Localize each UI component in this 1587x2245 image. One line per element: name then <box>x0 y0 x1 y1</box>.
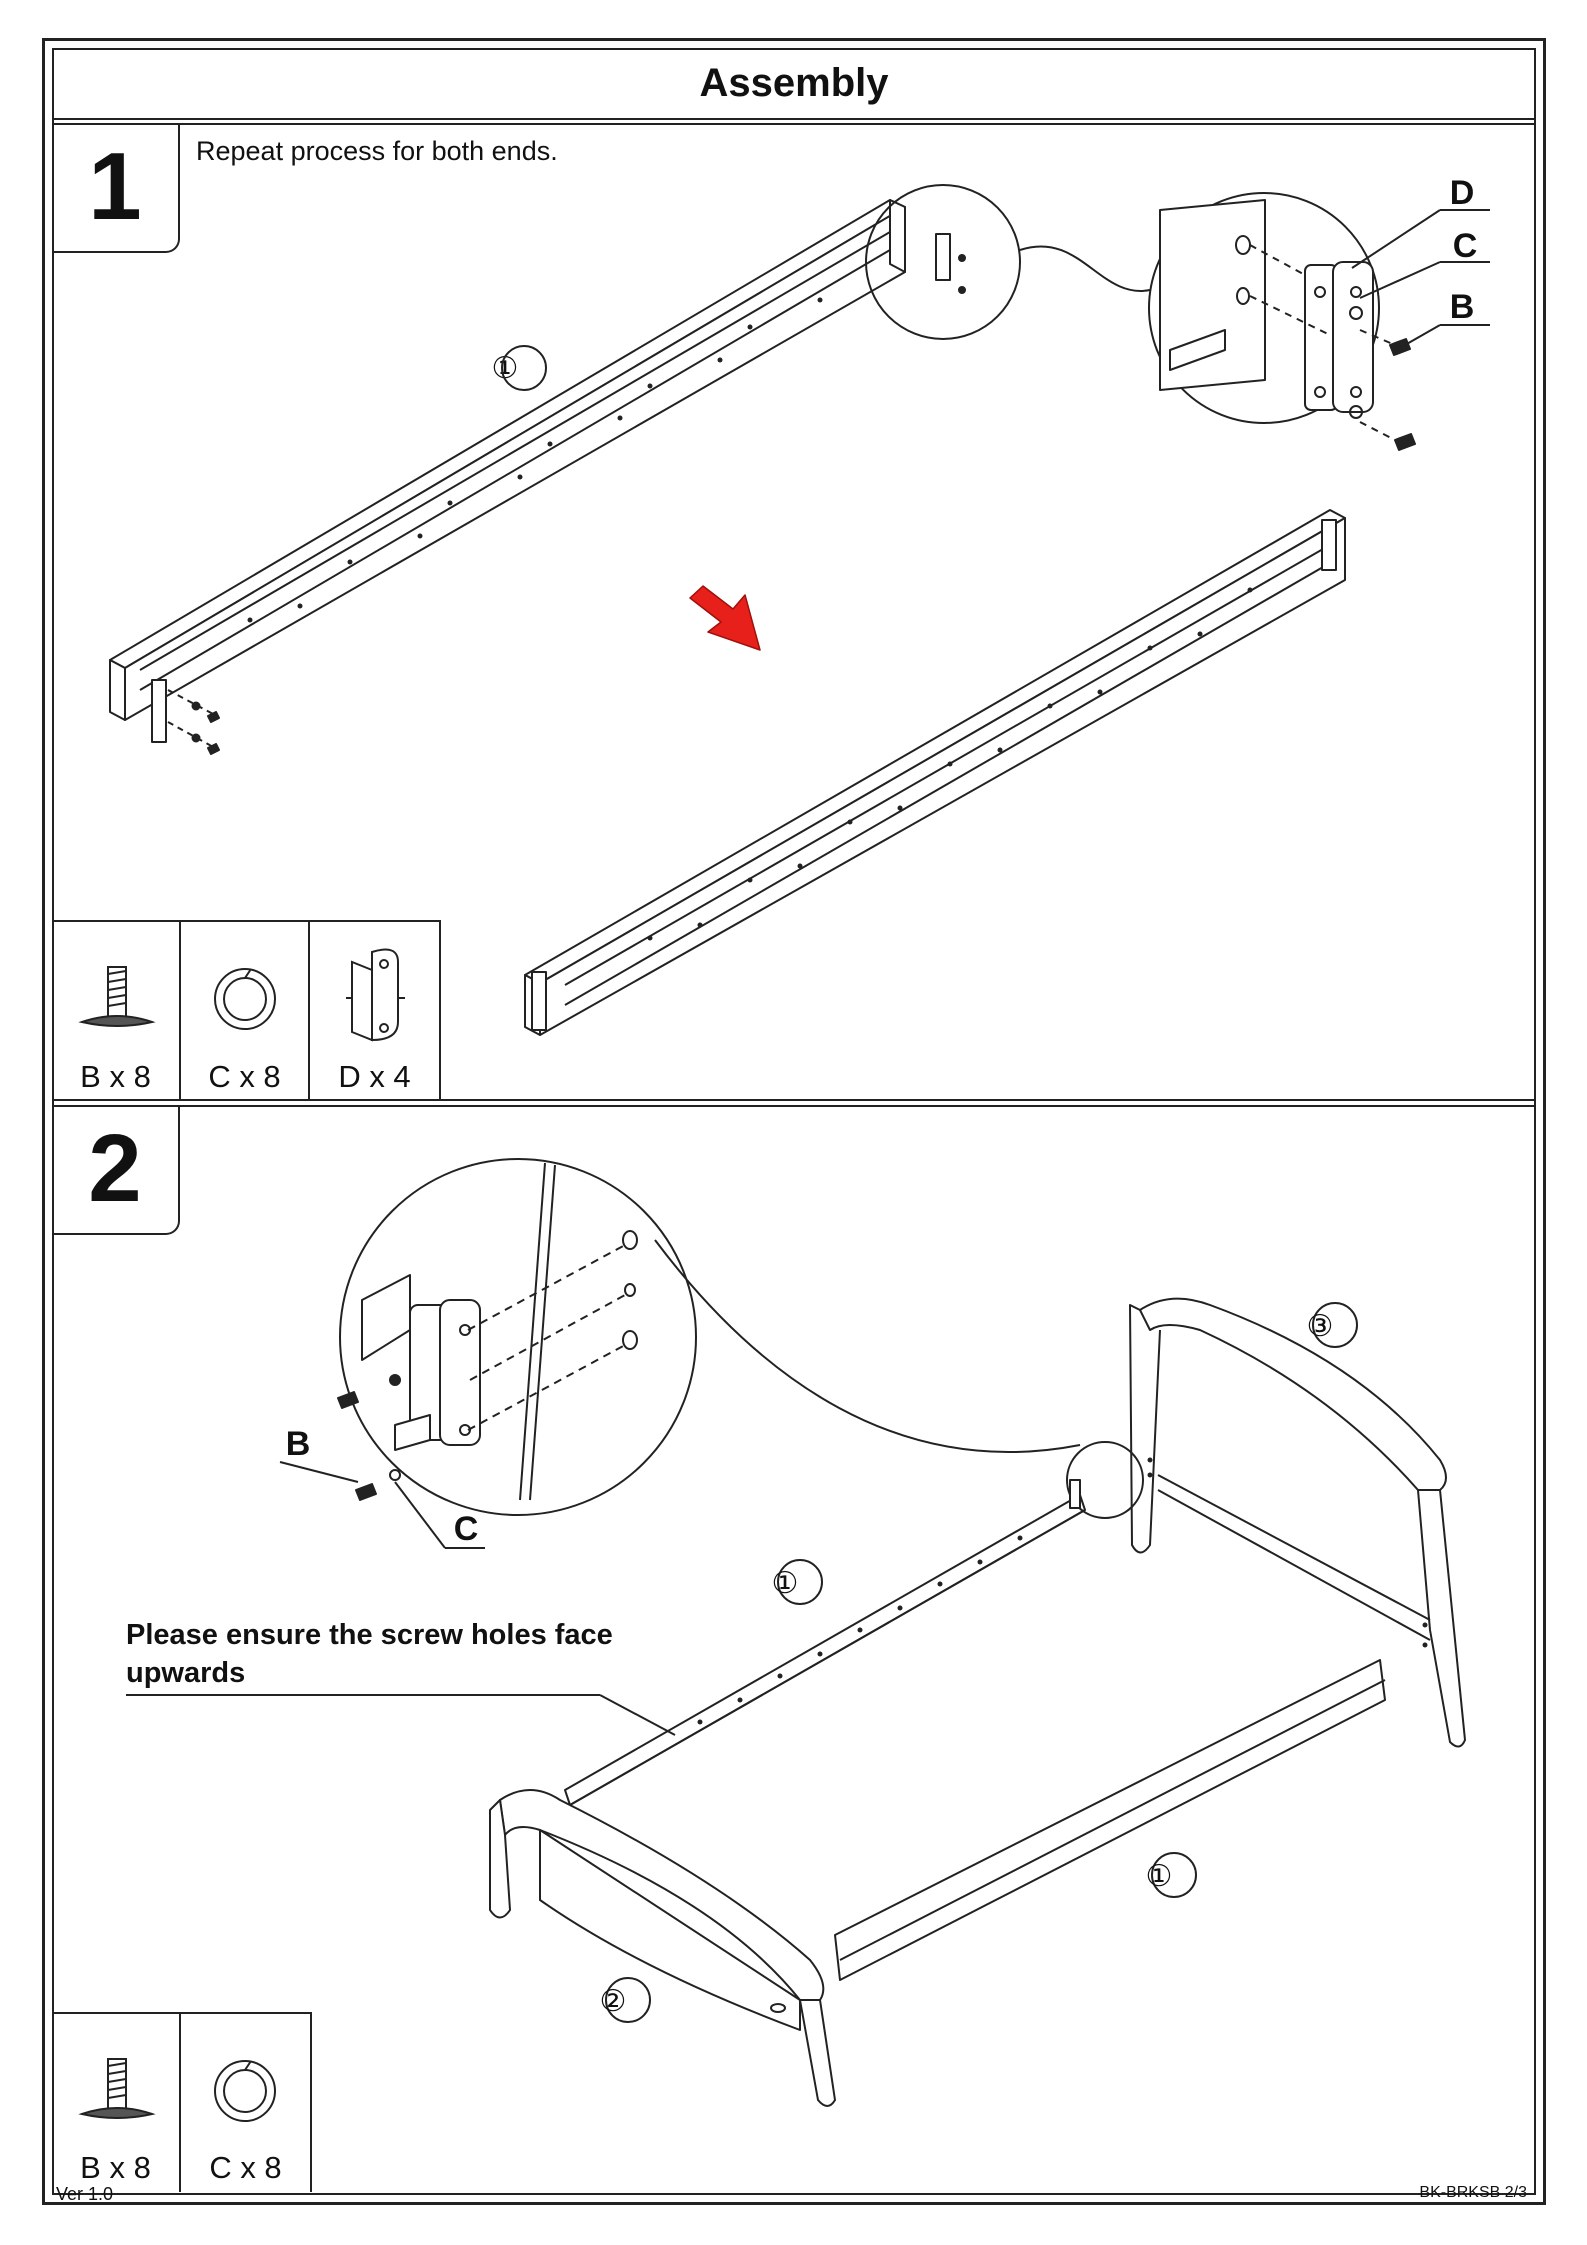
part-label-b: B x 8 <box>52 1059 179 1095</box>
direction-arrow <box>690 586 760 650</box>
part-cell-c: C x 8 <box>181 922 310 1101</box>
step-2-parts-table: B x 8 C x 8 <box>52 2012 312 2192</box>
footer-version: Ver 1.0 <box>56 2184 113 2205</box>
part-cell-b: B x 8 <box>52 922 181 1101</box>
detail-letter-c: C <box>1453 227 1478 265</box>
screw-icon <box>52 2014 181 2144</box>
part-cell-c-2: C x 8 <box>181 2014 310 2192</box>
bed-frame <box>126 1299 1465 2106</box>
part-cell-d: D x 4 <box>310 922 439 1101</box>
step-1-detail <box>1149 193 1490 450</box>
detail-letter-d: D <box>1450 174 1475 212</box>
washer-icon <box>181 2014 310 2144</box>
callout-rail-b: ① <box>1146 1860 1173 1893</box>
callout-headboard: ③ <box>1307 1310 1334 1343</box>
callout-rail-a: ① <box>772 1567 799 1600</box>
callout-footboard: ② <box>600 1985 627 2018</box>
step-2-detail <box>280 1159 1080 1548</box>
step-1-parts-table: B x 8 C x 8 D x 4 <box>52 920 441 1101</box>
part-cell-b-2: B x 8 <box>52 2014 181 2192</box>
step-1-rail-upper <box>110 200 905 754</box>
bracket-icon <box>310 922 439 1052</box>
part-label-c-2: C x 8 <box>181 2150 310 2186</box>
part-label-c: C x 8 <box>181 1059 308 1095</box>
zoom-leader <box>1020 246 1150 291</box>
washer-icon <box>181 922 310 1052</box>
part-label-b-2: B x 8 <box>52 2150 179 2186</box>
screw-icon <box>52 922 181 1052</box>
footer-code: BK-BRKSB 2/3 <box>1419 2184 1527 2202</box>
step-1-rail-lower <box>525 510 1345 1035</box>
step-2-letter-c: C <box>454 1510 479 1548</box>
part-label-d: D x 4 <box>310 1059 439 1095</box>
detail-letter-b: B <box>1450 288 1475 326</box>
step-2-letter-b: B <box>286 1425 311 1463</box>
